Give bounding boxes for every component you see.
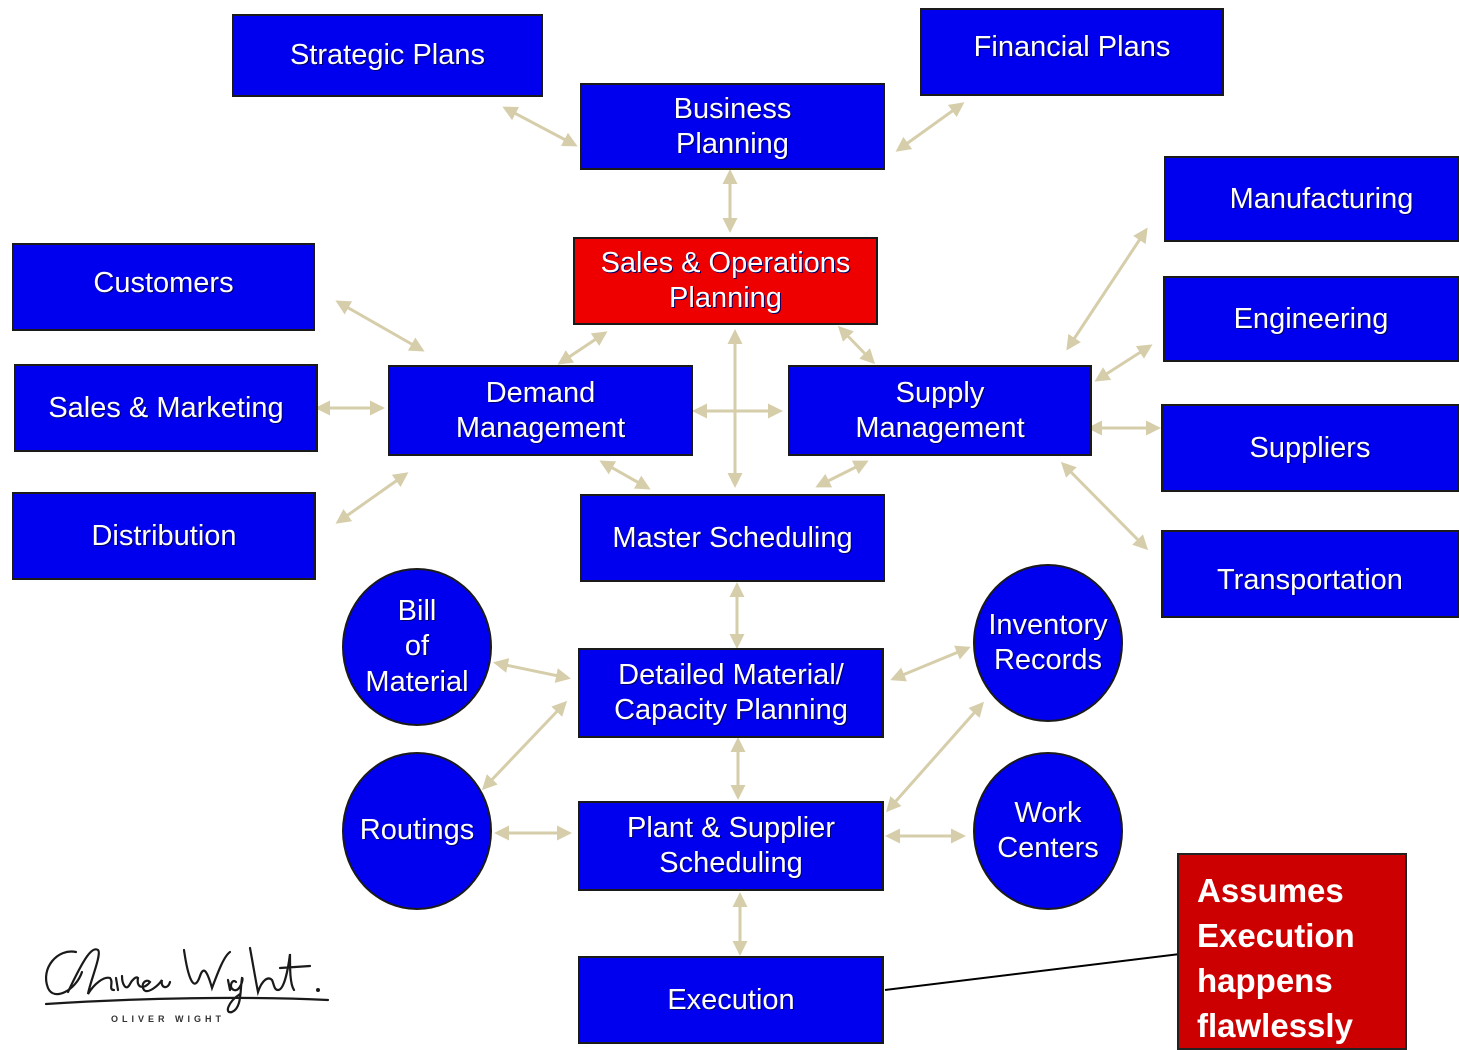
transportation-box: Transportation — [1161, 530, 1459, 618]
arrow-engineering-supply — [1094, 344, 1153, 382]
plant-supplier-scheduling-box: Plant & Supplier Scheduling — [578, 801, 884, 891]
business-planning-box: Business Planning — [580, 83, 885, 170]
engineering-box: Engineering — [1163, 276, 1459, 362]
arrow-manufacturing-supply — [1066, 227, 1148, 351]
execution-assumption-note: Assumes Execution happens flawlessly — [1177, 853, 1407, 1050]
execution-box: Execution — [578, 956, 884, 1044]
arrow-sop-supply — [837, 325, 876, 365]
customers-box: Customers — [12, 243, 315, 331]
inventory-records-circle: Inventory Records — [973, 564, 1123, 722]
sales-marketing-box: Sales & Marketing — [14, 364, 318, 452]
signature-graphic — [44, 946, 330, 1014]
distribution-box: Distribution — [12, 492, 316, 580]
arrow-strategic-business — [502, 106, 578, 147]
arrow-group — [315, 102, 1161, 956]
master-scheduling-box: Master Scheduling — [580, 494, 885, 582]
arrow-transportation-supply — [1060, 461, 1149, 551]
sales-operations-planning-box: Sales & Operations Planning — [573, 237, 878, 325]
manufacturing-box: Manufacturing — [1164, 156, 1459, 242]
signature-dot — [316, 988, 320, 992]
arrow-sop-demand — [557, 331, 608, 365]
arrow-inventory-plant — [886, 701, 984, 813]
strategic-plans-box: Strategic Plans — [232, 14, 543, 97]
supply-management-box: Supply Management — [788, 365, 1092, 456]
arrow-demand-master — [599, 460, 651, 490]
arrow-routings-detailed — [481, 700, 568, 791]
arrow-financial-business — [895, 102, 965, 152]
demand-management-box: Demand Management — [388, 365, 693, 456]
callout-line — [884, 953, 1181, 991]
arrow-bom-detailed — [493, 658, 571, 683]
arrow-supply-master — [815, 460, 869, 488]
logo-wordmark: OLIVER WIGHT — [111, 1014, 225, 1024]
arrow-customers-demand — [335, 300, 425, 352]
bill-of-material-circle: Bill of Material — [342, 568, 492, 726]
detailed-material-capacity-planning-box: Detailed Material/ Capacity Planning — [578, 648, 884, 738]
routings-circle: Routings — [342, 752, 492, 910]
work-centers-circle: Work Centers — [973, 752, 1123, 910]
arrow-distribution-demand — [335, 472, 409, 524]
financial-plans-box: Financial Plans — [920, 8, 1224, 96]
suppliers-box: Suppliers — [1161, 404, 1459, 492]
arrow-inventory-detailed — [890, 645, 971, 682]
oliver-wight-logo: OLIVER WIGHT — [18, 938, 338, 1028]
